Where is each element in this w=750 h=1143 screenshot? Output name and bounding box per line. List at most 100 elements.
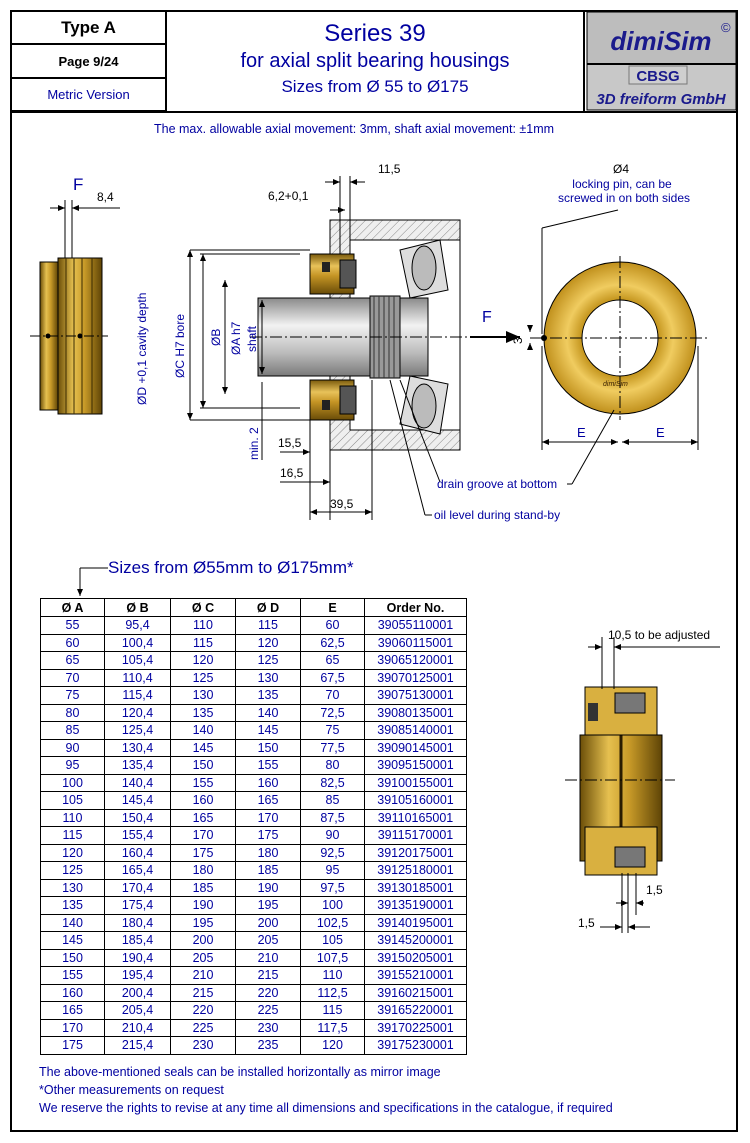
table-cell: 87,5 [300,808,365,827]
table-cell: 65 [40,651,105,670]
table-cell: 170 [235,808,301,827]
column-header: Ø D [235,598,301,617]
dim-e-right: E [656,425,665,440]
table-cell: 190,4 [104,948,171,967]
table-cell: 120 [40,843,105,862]
table-cell: 170 [40,1018,105,1037]
table-cell: 180 [170,861,236,880]
table-cell: 185 [170,878,236,897]
table-cell: 205 [235,931,301,950]
table-cell: 110 [170,616,236,635]
header-divider [10,111,738,113]
table-cell: 160 [40,983,105,1002]
series-subtitle: for axial split bearing housings [240,50,510,72]
table-cell: 39165220001 [364,1001,467,1020]
table-cell: 110 [40,808,105,827]
table-cell: 225 [235,1001,301,1020]
label-shaft: shaft [245,325,259,352]
series-title: Series 39 [324,20,426,47]
table-cell: 115 [170,633,236,652]
table-cell: 205 [170,948,236,967]
type-label: Type A [61,17,116,37]
table-cell: 100 [40,773,105,792]
table-cell: 160 [235,773,301,792]
table-cell: 92,5 [300,843,365,862]
copyright-symbol: © [721,20,731,35]
table-cell: 220 [170,1001,236,1020]
table-cell: 145,4 [104,791,171,810]
table-cell: 135,4 [104,756,171,775]
table-cell: 95 [300,861,365,880]
adjust-note: 10,5 to be adjusted [608,628,710,642]
title-block: Series 39 for axial split bearing housin… [165,10,585,112]
table-cell: 125,4 [104,721,171,740]
table-cell: 39115170001 [364,826,467,845]
table-cell: 85 [40,721,105,740]
table-cell: 110 [300,966,365,985]
table-cell: 105,4 [104,651,171,670]
table-cell: 39120175001 [364,843,467,862]
table-cell: 130,4 [104,738,171,757]
label-c: ØC H7 bore [173,314,187,378]
oil-note: oil level during stand-by [434,508,560,522]
table-cell: 125 [170,668,236,687]
table-cell: 39170225001 [364,1018,467,1037]
table-cell: 155 [40,966,105,985]
table-cell: 70 [300,686,365,705]
footer-note-2: *Other measurements on request [39,1083,224,1097]
table-cell: 72,5 [300,703,365,722]
table-cell: 200,4 [104,983,171,1002]
table-cell: 115 [300,1001,365,1020]
table-cell: 75 [40,686,105,705]
dim-e-left: E [577,425,586,440]
table-cell: 130 [170,686,236,705]
table-cell: 105 [300,931,365,950]
table-cell: 39095150001 [364,756,467,775]
drain-note: drain groove at bottom [437,477,557,491]
footer-note-1: The above-mentioned seals can be install… [39,1065,441,1079]
table-cell: 165,4 [104,861,171,880]
table-cell: 180 [235,843,301,862]
table-cell: 165 [170,808,236,827]
table-cell: 230 [170,1036,236,1055]
table-cell: 190 [170,896,236,915]
table-cell: 39085140001 [364,721,467,740]
table-cell: 97,5 [300,878,365,897]
label-a: ØA h7 [229,321,243,355]
table-cell: 90 [300,826,365,845]
column-header: Ø B [104,598,171,617]
table-cell: 115 [40,826,105,845]
dim-3: 3 [511,337,525,344]
table-cell: 60 [300,616,365,635]
table-cell: 75 [300,721,365,740]
pin-note-1: locking pin, can be [572,177,672,191]
table-cell: 39105160001 [364,791,467,810]
table-cell: 210,4 [104,1018,171,1037]
sizes-heading-arrow [77,567,108,596]
table-cell: 117,5 [300,1018,365,1037]
movement-note: The max. allowable axial movement: 3mm, … [154,122,555,136]
table-cell: 120,4 [104,703,171,722]
table-cell: 160,4 [104,843,171,862]
adjust-detail-view: 10,5 to be adjusted 1,5 1,5 [565,628,720,933]
table-cell: 82,5 [300,773,365,792]
table-cell: 39080135001 [364,703,467,722]
sizes-heading: Sizes from Ø55mm to Ø175mm* [108,558,354,577]
table-cell: 120 [235,633,301,652]
table-cell: 225 [170,1018,236,1037]
table-cell: 70 [40,668,105,687]
